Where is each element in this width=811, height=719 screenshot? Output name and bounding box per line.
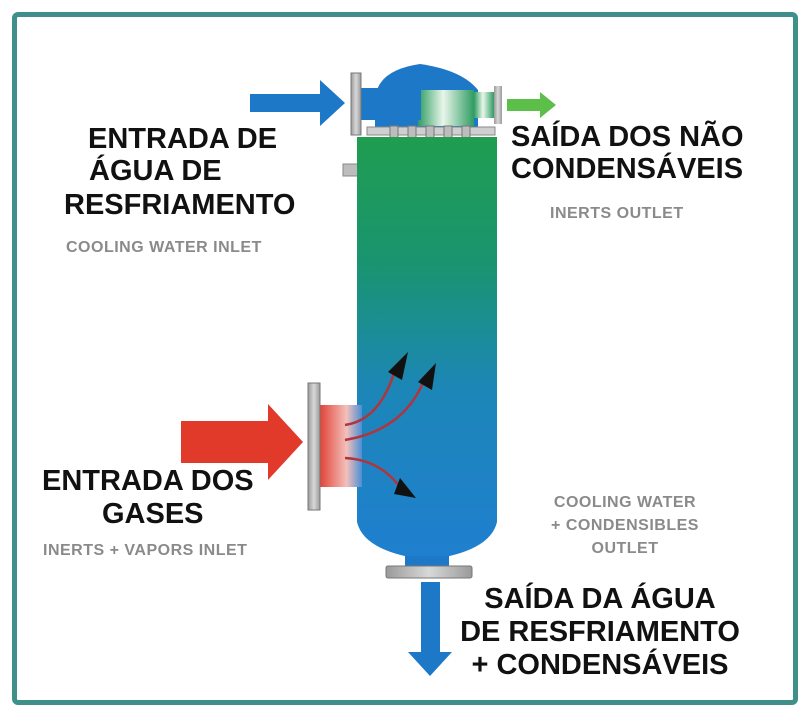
vessel-shell [357,137,497,560]
condensate-outlet-title-2: DE RESFRIAMENTO [460,616,740,648]
bottom-outlet [385,556,473,579]
cooling-water-inlet-caption: COOLING WATER INLET [66,239,262,256]
side-nozzle [342,163,359,177]
bottom-flange [385,565,473,579]
inerts-outlet-flange [494,86,502,124]
gas-inlet-caption: INERTS + VAPORS INLET [43,542,248,559]
condensate-outlet-caption-2: + CONDENSIBLES [551,517,699,534]
cooling-water-inlet-title-2: ÁGUA DE [89,155,222,187]
gas-inlet-flange [307,382,321,511]
gas-inlet-title-2: GASES [102,498,204,530]
top-water-box [350,64,502,136]
cooling-water-inlet-title-3: RESFRIAMENTO [64,189,296,221]
gas-inlet-nozzle [307,382,362,511]
cooling-water-inlet-arrow [250,80,345,126]
water-inlet-flange [350,72,362,136]
gas-inlet-arrow [181,404,303,480]
inerts-chamber [418,90,474,126]
condensate-outlet-caption-3: OUTLET [591,540,659,557]
condensate-outlet-arrow [408,582,452,676]
inerts-outlet-arrow [507,92,556,118]
inerts-outlet-title-2: CONDENSÁVEIS [511,153,744,185]
gas-flow-arrowheads [388,352,436,498]
condensate-outlet-title-3: + CONDENSÁVEIS [471,649,729,681]
gas-inlet-title-1: ENTRADA DOS [42,465,254,497]
tube-sheet [389,125,471,141]
inerts-outlet-caption: INERTS OUTLET [550,205,684,222]
condensate-outlet-title-1: SAÍDA DA ÁGUA [484,583,716,615]
inerts-outlet-title-1: SAÍDA DOS NÃO [511,121,744,153]
cooling-water-inlet-title-1: ENTRADA DE [88,123,278,155]
condensate-outlet-caption-1: COOLING WATER [553,494,697,511]
